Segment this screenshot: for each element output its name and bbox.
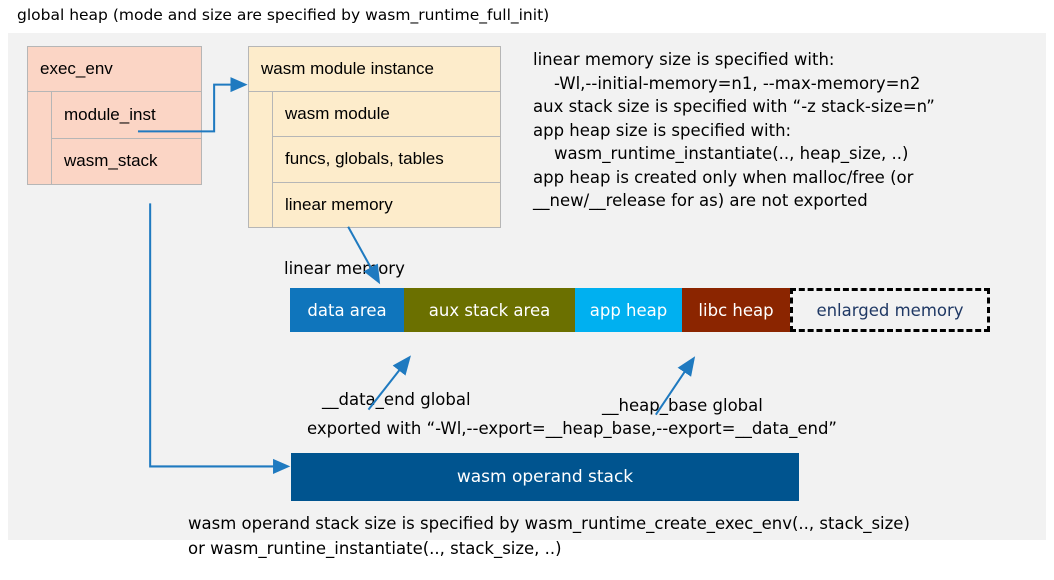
- linear-memory-bar: data area aux stack area app heap libc heap…: [290, 288, 990, 332]
- module-instance-body: wasm module funcs, globals, tables linea…: [249, 92, 500, 227]
- memory-segment-enlarged-memory: enlarged memory: [790, 288, 990, 332]
- exec-env-gutter: [28, 92, 52, 184]
- exec-env-row-module-inst: module_inst: [52, 92, 201, 139]
- memory-segment-label: libc heap: [698, 300, 774, 320]
- module-instance-row-linear-memory: linear memory: [285, 194, 393, 214]
- module-instance-rows: wasm module funcs, globals, tables linea…: [273, 92, 500, 227]
- module-instance-header: wasm module instance: [249, 47, 500, 92]
- exec-env-rows: module_inst wasm_stack: [52, 92, 201, 184]
- specification-text: linear memory size is specified with: -W…: [533, 50, 935, 210]
- wasm-operand-stack-bar: wasm operand stack: [291, 453, 799, 501]
- exec-env-header: exec_env: [28, 47, 201, 92]
- memory-segment-label: enlarged memory: [816, 300, 964, 320]
- exec-env-row-wasm-stack: wasm_stack: [64, 151, 158, 171]
- exported-with-label: exported with “-Wl,--export=__heap_base,…: [307, 419, 837, 438]
- module-instance-row-wasm-module: wasm module: [273, 92, 500, 138]
- data-end-global-label: __data_end global: [322, 390, 471, 409]
- memory-segment-label: data area: [307, 300, 387, 320]
- memory-segment-aux-stack-area: aux stack area: [404, 288, 575, 332]
- page-title: global heap (mode and size are specified…: [17, 6, 550, 24]
- module-instance-row-funcs-globals-tables: funcs, globals, tables: [273, 137, 500, 183]
- arrow-wasm-stack-to-operand-stack: [149, 203, 291, 474]
- memory-segment-label: aux stack area: [428, 300, 551, 320]
- exec-env-box: exec_env module_inst wasm_stack: [27, 46, 202, 185]
- exec-env-body: module_inst wasm_stack: [28, 92, 201, 184]
- memory-segment-data-area: data area: [290, 288, 404, 332]
- memory-segment-libc-heap: libc heap: [682, 288, 790, 332]
- module-instance-gutter: [249, 92, 273, 227]
- operand-stack-note: wasm operand stack size is specified by …: [188, 514, 910, 558]
- wasm-module-instance-box: wasm module instance wasm module funcs, …: [248, 46, 501, 228]
- memory-segment-label: app heap: [589, 300, 668, 320]
- memory-segment-app-heap: app heap: [575, 288, 682, 332]
- diagram-canvas: exec_env module_inst wasm_stack wasm mod…: [8, 33, 1046, 558]
- heap-base-global-label: __heap_base global: [602, 396, 763, 415]
- linear-memory-caption: linear memory: [284, 259, 405, 278]
